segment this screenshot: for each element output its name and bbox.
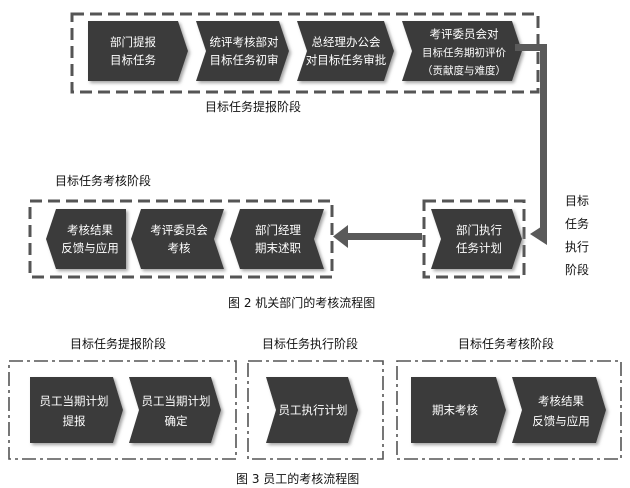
step-text-line2: 任务计划	[456, 241, 502, 255]
frame-employee-assess	[396, 360, 622, 460]
step-text-line2: 期末述职	[255, 241, 301, 255]
stage-label-employee-execute: 目标任务执行阶段	[262, 337, 359, 351]
frame-employee-execute	[247, 360, 384, 460]
step-shape	[46, 209, 126, 269]
figure-2-caption: 图 2 机关部门的考核流程图	[228, 296, 376, 310]
step-employee-execute-plan: 员工执行计划	[266, 377, 358, 443]
step-dept-execute: 部门执行 任务计划	[431, 209, 522, 269]
step-shape	[88, 21, 188, 81]
step-shape	[512, 377, 606, 443]
step-text-line2: 反馈与应用	[61, 241, 119, 255]
step-text-line1: 考评委员会	[150, 223, 208, 237]
step-dept-submit: 部门提报 目标任务	[88, 21, 188, 81]
step-manager-report: 部门经理 期末述职	[230, 209, 324, 269]
stage-label-employee-submit: 目标任务提报阶段	[70, 337, 167, 351]
connector-horizontal	[345, 233, 422, 240]
vertical-label-line: 执行	[565, 240, 590, 254]
step-text-line1: 统评考核部对	[210, 35, 279, 49]
frame-employee-submit	[8, 360, 237, 460]
step-text-line1: 期末考核	[432, 403, 478, 417]
step-text-line2: 对目标任务审批	[306, 53, 387, 67]
step-text-line1: 员工当期计划	[40, 394, 109, 408]
step-text-line2: 目标任务期初评价	[422, 46, 506, 59]
step-text-line1: 部门经理	[255, 223, 301, 237]
step-text-line1: 员工执行计划	[279, 403, 348, 417]
connector-to-assess	[333, 225, 422, 248]
step-text-line1: 考评委员会对	[430, 27, 499, 41]
step-text-line1: 考核结果	[538, 394, 584, 408]
connector-to-execute	[515, 44, 547, 245]
step-text-line2: 考核	[168, 241, 191, 255]
step-text-line2: 反馈与应用	[532, 414, 590, 428]
vertical-label-line: 任务	[565, 217, 590, 231]
step-gm-approval: 总经理办公会 对目标任务审批	[297, 21, 394, 81]
stage-label-submit: 目标任务提报阶段	[205, 100, 302, 114]
step-text-line1: 总经理办公会	[312, 35, 381, 49]
arrow-head-left	[530, 223, 547, 245]
step-shape	[131, 209, 224, 269]
figure-3-caption: 图 3 员工的考核流程图	[236, 472, 360, 486]
step-employee-plan-confirm: 员工当期计划 确定	[129, 377, 221, 443]
step-shape	[30, 377, 123, 443]
frame-submit-stage	[70, 12, 540, 94]
step-text-line2: 目标任务初审	[210, 53, 279, 67]
step-shape	[431, 209, 522, 269]
stage-label-employee-assess: 目标任务考核阶段	[458, 337, 555, 351]
connector-vertical	[540, 44, 547, 230]
frame-assess-stage	[28, 199, 334, 279]
vertical-label-line: 阶段	[565, 263, 590, 277]
step-shape	[411, 377, 506, 443]
step-employee-plan-submit: 员工当期计划 提报	[30, 377, 123, 443]
step-shape	[129, 377, 221, 443]
step-result-feedback: 考核结果 反馈与应用	[46, 209, 126, 269]
step-initial-review: 统评考核部对 目标任务初审	[196, 21, 289, 81]
connector-horizontal	[515, 44, 547, 51]
stage-label-assess: 目标任务考核阶段	[55, 174, 152, 188]
step-text-line1: 员工当期计划	[142, 394, 211, 408]
step-shape	[297, 21, 394, 81]
step-text-line1: 部门提报	[110, 35, 156, 49]
step-shape	[230, 209, 324, 269]
step-committee-assess: 考评委员会 考核	[131, 209, 224, 269]
step-shape	[266, 377, 358, 443]
step-text-line1: 考核结果	[67, 223, 113, 237]
stage-label-execute-vertical: 目标任务执行阶段	[565, 190, 595, 282]
step-text-line2: 确定	[165, 414, 188, 428]
step-text-line3: （贡献度与难度）	[422, 64, 506, 77]
step-committee-initial-eval: 考评委员会对 目标任务期初评价 （贡献度与难度）	[402, 21, 522, 81]
step-text-line1: 部门执行	[456, 223, 502, 237]
step-shape	[402, 21, 522, 81]
step-text-line2: 提报	[63, 414, 86, 428]
step-employee-result-feedback: 考核结果 反馈与应用	[512, 377, 606, 443]
arrow-head-left	[333, 225, 348, 248]
step-text-line2: 目标任务	[110, 53, 156, 67]
step-shape	[196, 21, 289, 81]
frame-execute-stage	[422, 199, 526, 279]
vertical-label-line: 目标	[565, 194, 590, 208]
step-period-end-assess: 期末考核	[411, 377, 506, 443]
